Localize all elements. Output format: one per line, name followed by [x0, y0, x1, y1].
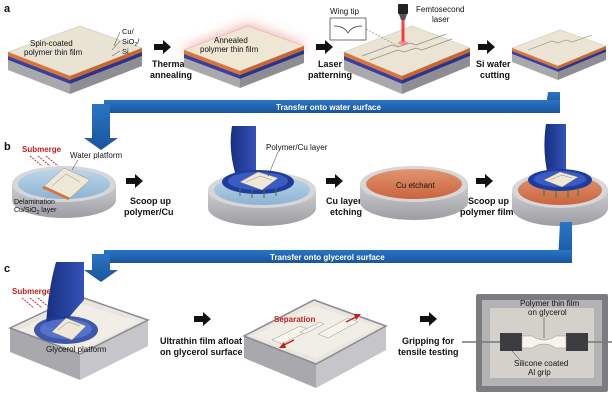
arrow-laser	[316, 40, 333, 54]
banner-transfer-water	[84, 92, 560, 150]
submerge-label-b: Submerge	[22, 145, 62, 154]
delamination-label-1: Delamination	[14, 199, 55, 206]
banner-2-text: Transfer onto glycerol surface	[270, 253, 385, 262]
right-grip	[566, 333, 588, 351]
step-scoop2-1: Scoop up	[468, 196, 509, 206]
femtosecond-label-1: Femtosecond	[416, 5, 464, 14]
step-scoop1-1: Scoop up	[130, 196, 171, 206]
lift-arrows-1	[239, 188, 277, 198]
step-cut-1: Si wafer	[476, 59, 511, 69]
submerge-arrows-b	[29, 155, 59, 167]
dogbone-specimen	[521, 335, 567, 349]
step-scoop2-2: polymer film	[460, 207, 514, 217]
step-etch-2: etching	[330, 207, 362, 217]
left-grip	[500, 333, 522, 351]
grip-label-1: Silicone coated	[514, 359, 568, 368]
step-laser-1: Laser	[318, 59, 343, 69]
panel-label-a: a	[4, 3, 11, 15]
arrow-annealing	[154, 40, 171, 54]
spin-coated-slab	[7, 25, 143, 94]
annealed-slab	[180, 24, 308, 88]
scoop-tool-3	[34, 262, 98, 344]
step-annealing-2: annealing	[150, 70, 192, 80]
submerge-arrows-c	[21, 297, 51, 309]
step-laser-2: patterning	[308, 70, 352, 80]
submerge-label-c: Submerge	[12, 287, 52, 296]
femtosecond-label-2: laser	[432, 15, 450, 24]
step-grip-1: Gripping for	[402, 336, 454, 346]
banner-1-text: Transfer onto water surface	[276, 103, 381, 112]
grip-label-2: Al grip	[528, 368, 551, 377]
step-grip-2: tensile testing	[398, 347, 459, 357]
arrow-grip	[420, 312, 437, 326]
film-on-glycerol-label-2: on glycerol	[528, 308, 567, 317]
cut-strip	[511, 29, 607, 80]
step-afloat-2: on glycerol surface	[160, 347, 243, 357]
water-platform-label: Water platform	[70, 151, 122, 160]
step-etch-1: Cu layer	[326, 196, 362, 206]
polymer-cu-layer-label: Polymer/Cu layer	[266, 143, 328, 152]
wing-tip-inset	[329, 17, 367, 41]
step-scoop1-2: polymer/Cu	[124, 207, 174, 217]
arrow-etch	[326, 174, 343, 188]
step-annealing-1: Thermal	[152, 59, 187, 69]
annealed-label-2: polymer thin film	[200, 45, 259, 54]
spin-coated-label-2: polymer thin film	[24, 48, 83, 57]
laser-slab	[343, 25, 471, 94]
layer-sio2-label: SiO2/	[122, 37, 140, 48]
layer-si-label: Si	[122, 47, 129, 56]
arrow-scoop-1	[126, 174, 143, 188]
film-on-glycerol-label-1: Polymer thin film	[520, 299, 579, 308]
layer-cu-label: Cu/	[122, 27, 135, 36]
annealed-label-1: Annealed	[214, 36, 248, 45]
delamination-label-2: Cu/SiO2 layer	[14, 207, 57, 216]
glycerol-platform-label: Glycerol platform	[46, 345, 107, 354]
water-bowl-1	[12, 166, 116, 218]
wing-tip-label: Wing tip	[330, 7, 359, 16]
lift-arrows-2	[543, 188, 579, 198]
panel-label-c: c	[4, 263, 10, 275]
etchant-bowl	[360, 166, 468, 220]
laser-head-icon	[398, 4, 408, 45]
separation-label: Separation	[274, 315, 315, 324]
scoop-tool-1	[222, 126, 294, 194]
arrow-scoop-2	[476, 174, 493, 188]
arrow-afloat	[194, 312, 211, 326]
panel-label-b: b	[4, 141, 11, 153]
scoop-tool-2	[528, 124, 592, 191]
arrow-cutting	[478, 40, 495, 54]
glycerol-box-2	[242, 299, 388, 388]
step-cut-2: cutting	[480, 70, 510, 80]
step-afloat-1: Ultrathin film afloat	[160, 336, 242, 346]
spin-coated-label-1: Spin-coated	[30, 39, 73, 48]
banner-transfer-glycerol	[84, 222, 572, 282]
tensile-box	[462, 294, 612, 392]
cu-etchant-label: Cu etchant	[396, 181, 435, 190]
separation-arrows	[279, 314, 361, 348]
